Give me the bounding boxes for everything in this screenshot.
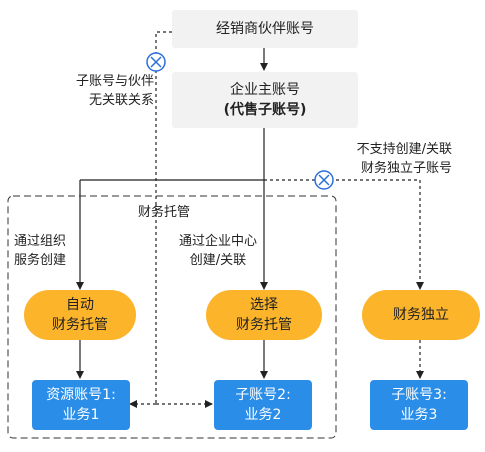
x-circle-icon [146, 52, 166, 72]
select-custody-line1: 选择 [250, 297, 278, 313]
custody-group-border [7, 195, 337, 439]
auto-custody-line2: 财务托管 [52, 317, 108, 333]
select-custody-node: 选择 财务托管 [206, 290, 322, 340]
distributor-account-label: 经销商伙伴账号 [216, 21, 314, 37]
custody-group-title: 财务托管 [138, 205, 191, 220]
auto-custody-line1: 自动 [66, 297, 94, 313]
enterprise-account-label: 企业主账号 [230, 82, 300, 98]
no-relation-note: 子账号与伙伴 无关联关系 [50, 72, 154, 110]
no-relation-line1: 子账号与伙伴 [75, 74, 154, 89]
dashed-distributor-link [155, 31, 172, 404]
enterprise-account-sublabel: (代售子账号) [223, 102, 307, 118]
sub-account-3-line2: 业务3 [400, 407, 438, 423]
sub-account-2-line2: 业务2 [244, 407, 282, 423]
not-supported-line2: 财务独立子账号 [360, 161, 452, 176]
via-org-line2: 服务创建 [14, 253, 67, 268]
sub-account-2-node: 子账号2: 业务2 [214, 380, 312, 430]
dashed-to-independent [264, 179, 424, 290]
via-center-note: 通过企业中心 创建/关联 [172, 232, 264, 270]
x-circle-icon [314, 170, 334, 190]
distributor-account-node: 经销商伙伴账号 [172, 10, 358, 48]
via-center-line1: 通过企业中心 [178, 234, 257, 249]
not-supported-note: 不支持创建/关联 财务独立子账号 [340, 140, 452, 178]
resource-account-node: 资源账号1: 业务1 [32, 380, 130, 430]
resource-account-line2: 业务1 [62, 407, 100, 423]
sub-account-3-line1: 子账号3: [391, 387, 447, 403]
sub-account-3-node: 子账号3: 业务3 [370, 380, 468, 430]
via-center-line2: 创建/关联 [189, 253, 247, 268]
auto-custody-node: 自动 财务托管 [24, 290, 136, 340]
financial-independent-label: 财务独立 [393, 307, 449, 323]
via-org-note: 通过组织 服务创建 [14, 232, 66, 270]
not-supported-line1: 不支持创建/关联 [356, 142, 452, 157]
enterprise-account-node: 企业主账号 (代售子账号) [172, 72, 358, 128]
select-custody-line2: 财务托管 [236, 317, 292, 333]
financial-independent-node: 财务独立 [362, 290, 480, 340]
via-org-line1: 通过组织 [14, 234, 67, 249]
sub-account-2-line1: 子账号2: [235, 387, 291, 403]
no-relation-line2: 无关联关系 [88, 93, 154, 108]
resource-account-line1: 资源账号1: [46, 387, 116, 403]
